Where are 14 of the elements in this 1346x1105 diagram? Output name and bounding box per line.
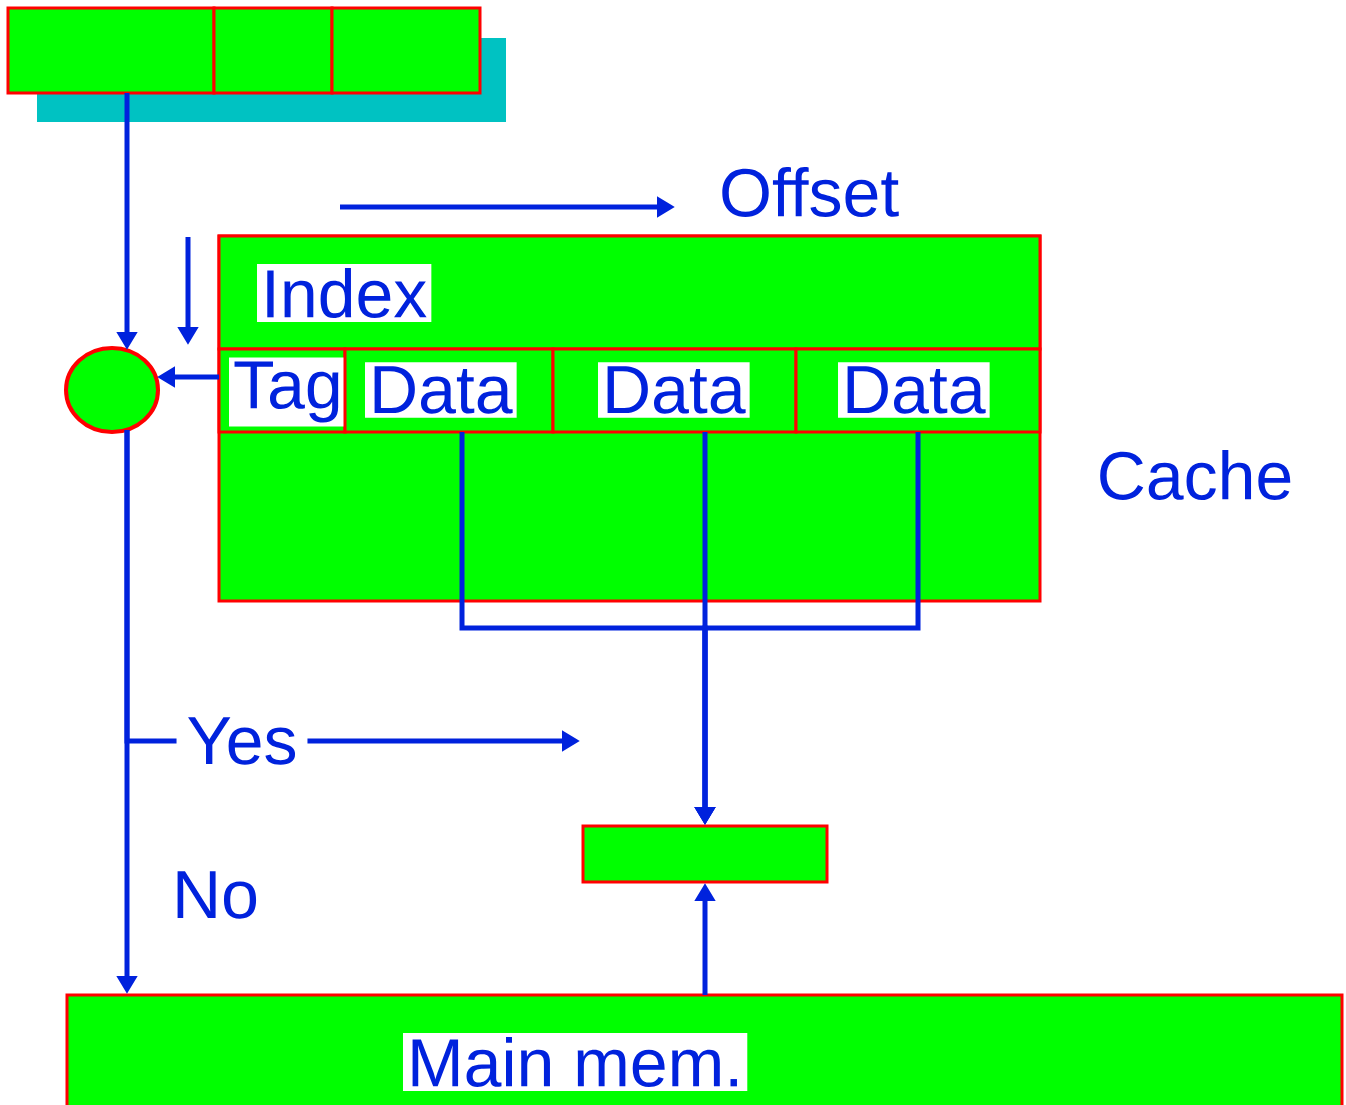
comparator-circle bbox=[64, 346, 160, 434]
text-box: Tag bbox=[217, 347, 347, 434]
offset-text: Offset bbox=[722, 167, 899, 217]
output-box bbox=[581, 824, 829, 884]
memory-box: Main mem. bbox=[65, 993, 1344, 1105]
edge-label: No bbox=[162, 867, 269, 923]
edge-label: Yes bbox=[176, 713, 308, 769]
register-field bbox=[6, 6, 216, 95]
caption-text: Cache bbox=[1100, 450, 1291, 500]
text-box: Data bbox=[551, 347, 798, 434]
text-box: Data bbox=[794, 347, 1042, 434]
text-box: Data bbox=[343, 347, 555, 434]
register-field bbox=[212, 6, 334, 95]
register-field bbox=[330, 6, 482, 95]
